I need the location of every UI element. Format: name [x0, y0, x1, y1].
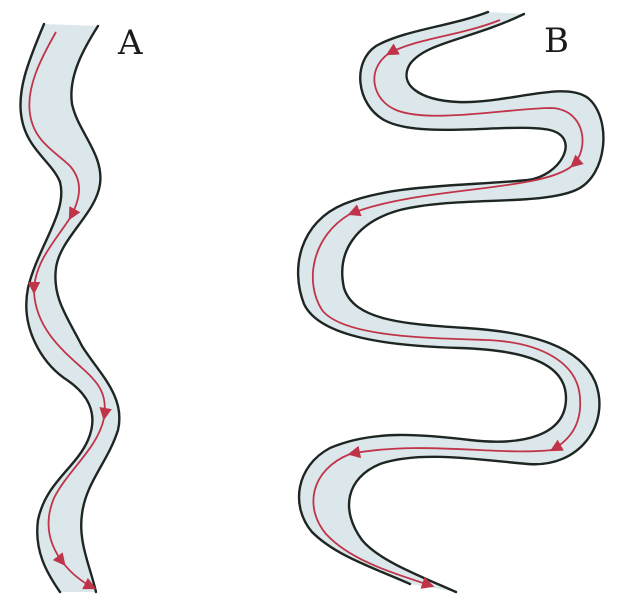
panel-b: [298, 12, 603, 592]
panel-b-label: B: [544, 21, 569, 61]
channel-a-water: [20, 24, 119, 592]
channel-b-water: [298, 12, 603, 592]
panel-a: [20, 24, 119, 592]
panel-a-label: A: [117, 23, 143, 63]
